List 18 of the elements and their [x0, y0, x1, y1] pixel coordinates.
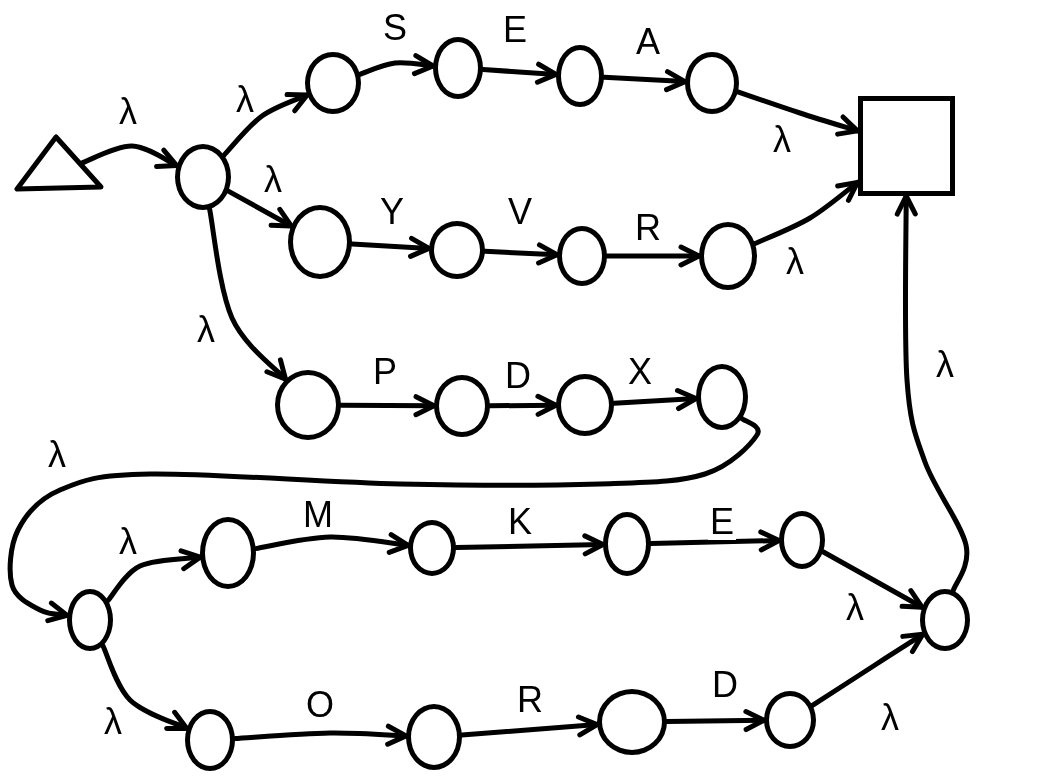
state-circle — [67, 589, 113, 651]
state-circle — [764, 691, 816, 749]
state-circle — [779, 511, 825, 569]
state-circle — [175, 144, 231, 210]
state-circle — [433, 37, 483, 99]
arrow — [221, 91, 310, 158]
arrow — [7, 416, 761, 625]
state-circle — [305, 52, 361, 114]
arrow — [207, 206, 289, 382]
edge-label: λ — [234, 82, 256, 118]
state-circle — [603, 512, 651, 576]
state-circle — [920, 589, 970, 651]
final-state-square — [857, 96, 955, 196]
start-triangle — [14, 134, 104, 192]
arrow — [810, 631, 926, 708]
state-circle — [408, 520, 456, 576]
state-circle — [185, 709, 235, 771]
arrow — [225, 188, 294, 229]
